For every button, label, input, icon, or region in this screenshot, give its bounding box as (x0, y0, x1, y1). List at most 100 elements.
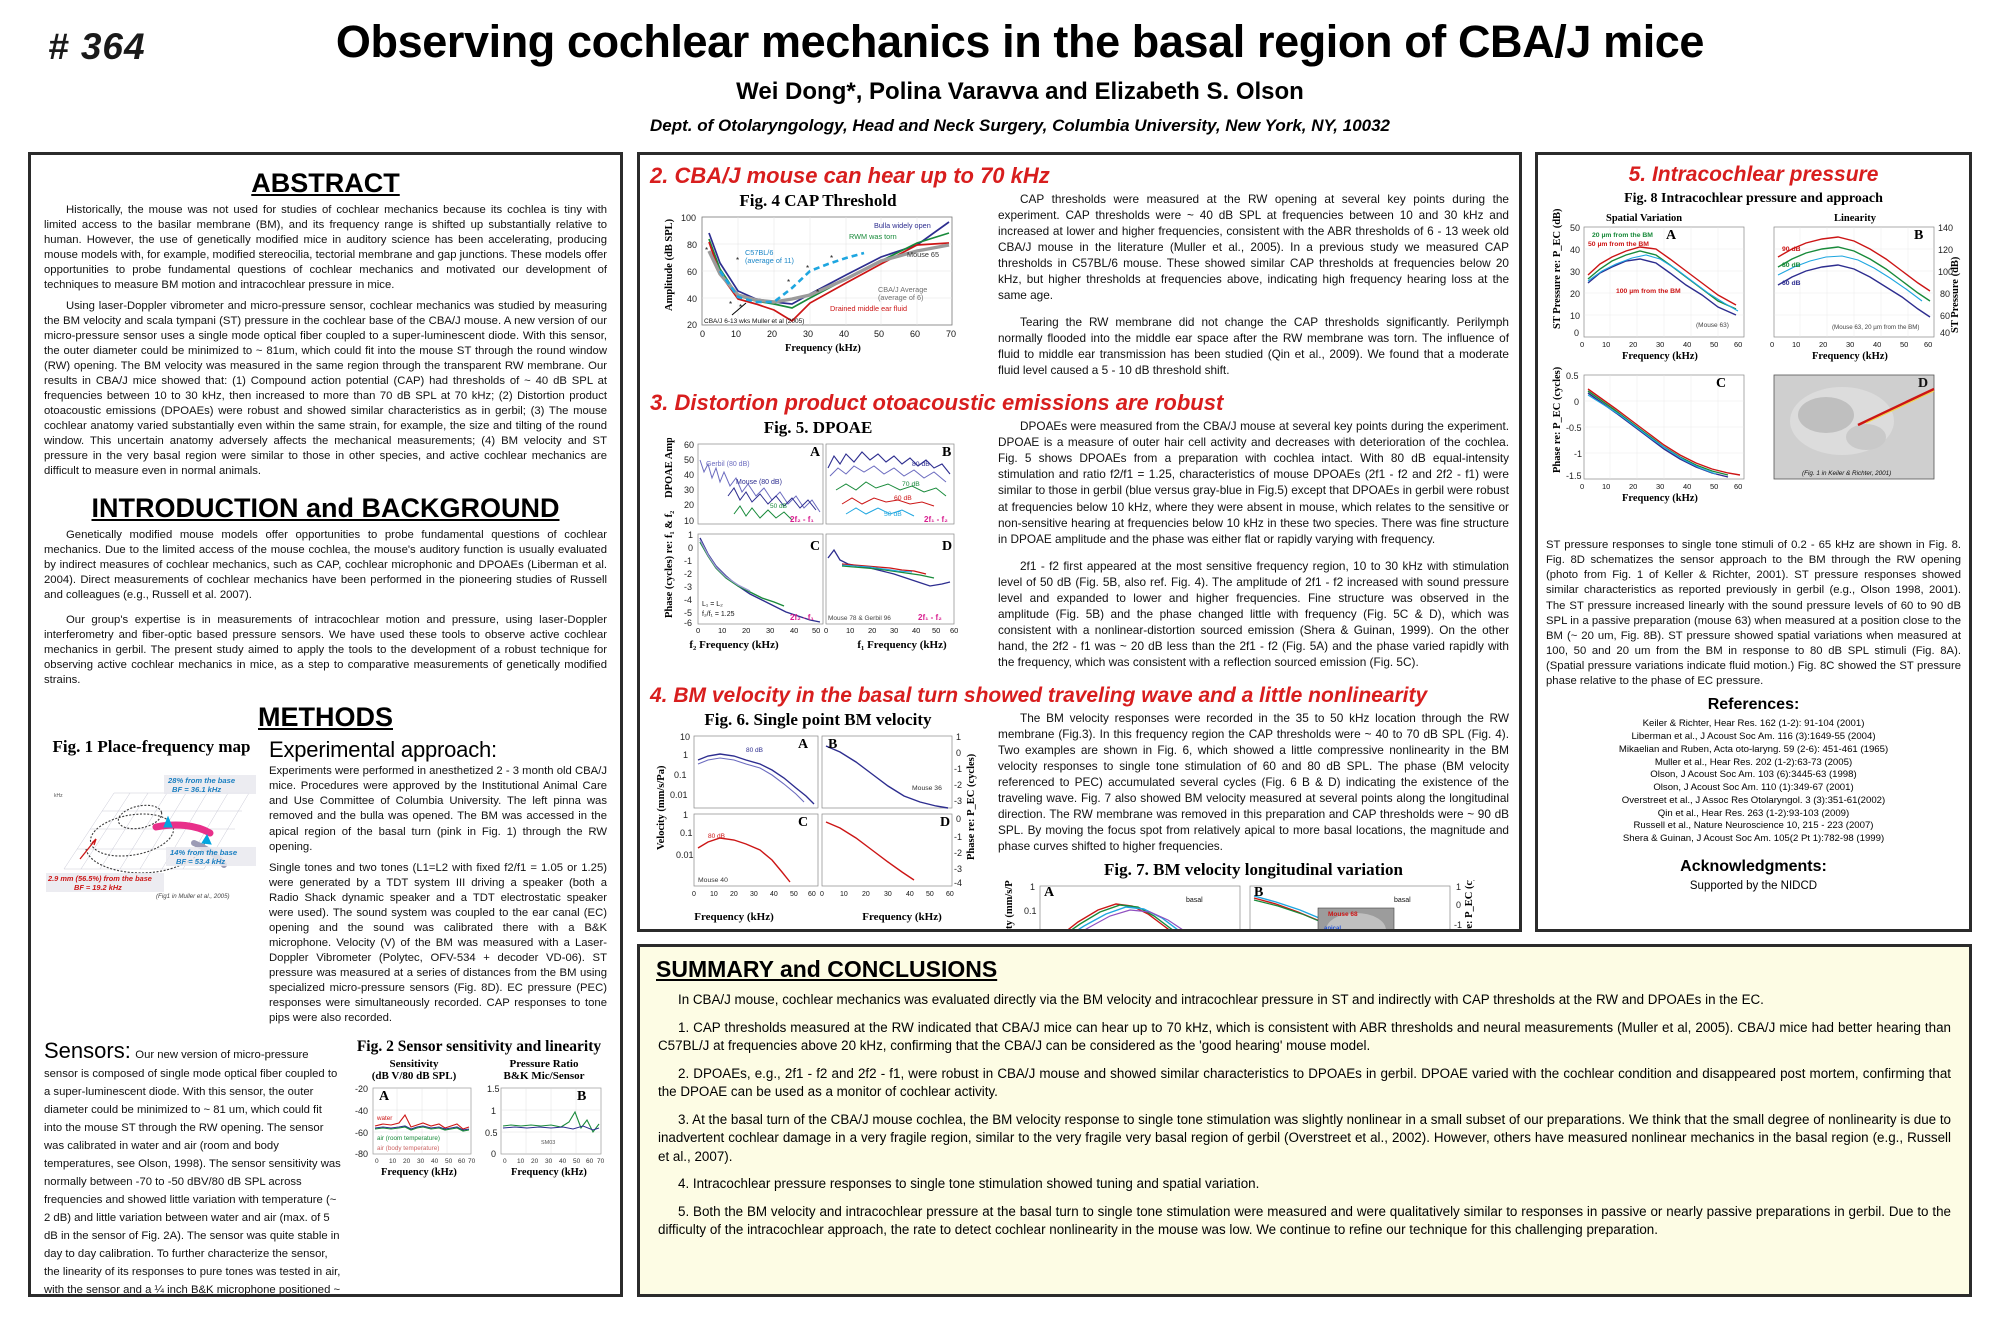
fig2a-series-air-room (374, 1126, 470, 1132)
fig6a-series-60db (697, 757, 805, 803)
svg-text:120: 120 (1938, 245, 1953, 255)
reference-item: Keiler & Richter, Hear Res. 162 (1-2): 9… (1642, 718, 1865, 730)
svg-text:20: 20 (687, 320, 697, 330)
svg-text:40: 40 (1873, 340, 1881, 349)
svg-text:1: 1 (683, 810, 688, 820)
section-4-paragraph-1: The BM velocity responses were recorded … (998, 710, 1509, 854)
fig4-annotation-mouse65: Mouse 65 (907, 250, 939, 259)
svg-text:SM03: SM03 (541, 1140, 555, 1146)
svg-text:0: 0 (956, 748, 961, 758)
reference-item: Muller et al., Hear Res. 202 (1-2):63-73… (1654, 756, 1853, 768)
fig4-annotation-cbaj2: (average of 6) (878, 293, 923, 302)
figure-4-ylabel: Amplitude (dB SPL) (664, 218, 675, 311)
fig4-series-c57bl6 (718, 251, 865, 304)
page-title: Observing cochlear mechanics in the basa… (335, 16, 1705, 67)
fig5b-annotation-70db: 70 dB (902, 481, 920, 488)
fig6b-series-phase (825, 745, 949, 809)
figure-5-ylabel-amp: DPOAE Amplitude (dB SPL) (664, 438, 675, 498)
fig5a-series-gerbil (699, 460, 821, 513)
sensors-text: Our new version of micro-pressure sensor… (44, 1048, 341, 1296)
fig5a-series-green (733, 505, 793, 521)
fig2a-legend-air-body: air (body temperature) (377, 1145, 439, 1152)
figure-6-ylabel: Velocity (mm/s/Pa) (656, 765, 667, 850)
affiliation: Dept. of Otolaryngology, Head and Neck S… (649, 116, 1391, 135)
svg-text:40: 40 (684, 470, 694, 480)
fig6b-annotation-mouse36: Mouse 36 (912, 785, 942, 792)
svg-text:30: 30 (545, 1158, 553, 1165)
fig5b-series-80db (827, 451, 951, 475)
svg-text:0: 0 (696, 626, 700, 635)
svg-text:A: A (1044, 885, 1055, 900)
figure-8-caption: Fig. 8 Intracochlear pressure and approa… (1624, 191, 1883, 206)
summary-item: 3. At the basal turn of the CBA/J mouse … (658, 1111, 1951, 1164)
section-3-paragraph-2: 2f1 - f2 first appeared at the most sens… (998, 558, 1509, 669)
figure-6-caption: Fig. 6. Single point BM velocity (704, 709, 932, 729)
svg-text:-5: -5 (684, 608, 692, 618)
svg-text:40: 40 (906, 891, 914, 898)
svg-text:20: 20 (1819, 340, 1827, 349)
svg-text:C: C (1716, 376, 1726, 391)
fig8a-series-100um (1587, 258, 1737, 316)
svg-text:30: 30 (884, 891, 892, 898)
fig8b-series-90db (1777, 236, 1931, 292)
svg-text:1: 1 (1456, 882, 1461, 892)
svg-text:*: * (705, 246, 708, 255)
fig2a-legend-air-room: air (room temperature) (377, 1135, 440, 1142)
svg-text:20: 20 (767, 329, 777, 339)
svg-text:B: B (942, 445, 951, 460)
svg-text:-4: -4 (954, 878, 962, 888)
fig8b-series-80db (1777, 246, 1931, 302)
svg-text:-20: -20 (355, 1084, 368, 1094)
svg-text:0: 0 (692, 891, 696, 898)
svg-text:60: 60 (808, 891, 816, 898)
svg-text:10: 10 (1792, 340, 1800, 349)
svg-text:-1.5: -1.5 (1566, 471, 1582, 481)
svg-text:20: 20 (730, 891, 738, 898)
svg-text:60: 60 (1940, 311, 1950, 321)
svg-text:-2: -2 (684, 569, 692, 579)
svg-text:-2: -2 (954, 848, 962, 858)
svg-text:20: 20 (868, 626, 876, 635)
svg-text:40: 40 (790, 626, 798, 635)
figure-5-xlabel-left: f₂ Frequency (kHz) (689, 639, 779, 652)
svg-text:-0.5: -0.5 (1566, 423, 1582, 433)
svg-text:-40: -40 (355, 1106, 368, 1116)
svg-text:60: 60 (586, 1158, 594, 1165)
figure-5-xlabel-right: f₁ Frequency (kHz) (857, 639, 947, 652)
fig1-label-c: 2.9 mm (56.5%) from the base (47, 874, 152, 883)
svg-text:50: 50 (874, 329, 884, 339)
fig5b-annotation-60db: 60 dB (894, 495, 912, 502)
fig4-annotation-c57b: (average of 11) (745, 256, 794, 265)
fig7-inset-mouse68: Mouse 68 (1328, 911, 1358, 918)
figure-8-ylabel-c: Phase re: P_EC (cycles) (1552, 366, 1563, 473)
svg-text:0: 0 (491, 1149, 496, 1159)
fig6a-series-80db (697, 753, 815, 805)
svg-text:0: 0 (1580, 482, 1584, 491)
svg-text:0: 0 (1770, 340, 1774, 349)
fig2a-legend-water: water (376, 1115, 392, 1122)
svg-text:0.1: 0.1 (680, 828, 693, 838)
fig5a-annotation-mouse: Mouse (80 dB) (736, 479, 782, 486)
svg-text:40: 40 (1683, 340, 1691, 349)
fig8a-series-extra (1587, 254, 1739, 312)
svg-text:40: 40 (1570, 245, 1580, 255)
svg-text:30: 30 (750, 891, 758, 898)
reference-item: Mikaelian and Ruben, Acta oto-laryng. 59… (1618, 743, 1889, 755)
figure-8c-xlabel: Frequency (kHz) (1622, 493, 1698, 504)
summary-item: 4. Intracochlear pressure responses to s… (678, 1176, 1260, 1191)
reference-item: Russell et al., Nature Neuroscience 10, … (1633, 820, 1874, 832)
svg-text:kHz: kHz (54, 793, 63, 799)
svg-text:0.5: 0.5 (485, 1128, 498, 1138)
svg-text:140: 140 (1938, 223, 1953, 233)
fig8d-source: (Fig. 1 in Keiler & Richter, 2001) (1802, 470, 1891, 477)
svg-text:30: 30 (766, 626, 774, 635)
introduction-paragraph-2: Our group's expertise is in measurements… (44, 614, 607, 687)
svg-text:30: 30 (417, 1158, 425, 1165)
section-2-title: 2. CBA/J mouse can hear up to 70 kHz (650, 163, 1050, 188)
author-list: Wei Dong*, Polina Varavva and Elizabeth … (736, 78, 1304, 105)
svg-text:0: 0 (375, 1158, 379, 1165)
fig7a-series-mid (1071, 904, 1173, 929)
fig5a-annotation-gerbil: Gerbil (80 dB) (706, 461, 750, 468)
fig1-label-a2: BF = 36.1 kHz (172, 785, 221, 794)
figure-7-longitudinal-variation-plot: basal A basal apical B Mouse 68 (1004, 855, 1475, 929)
